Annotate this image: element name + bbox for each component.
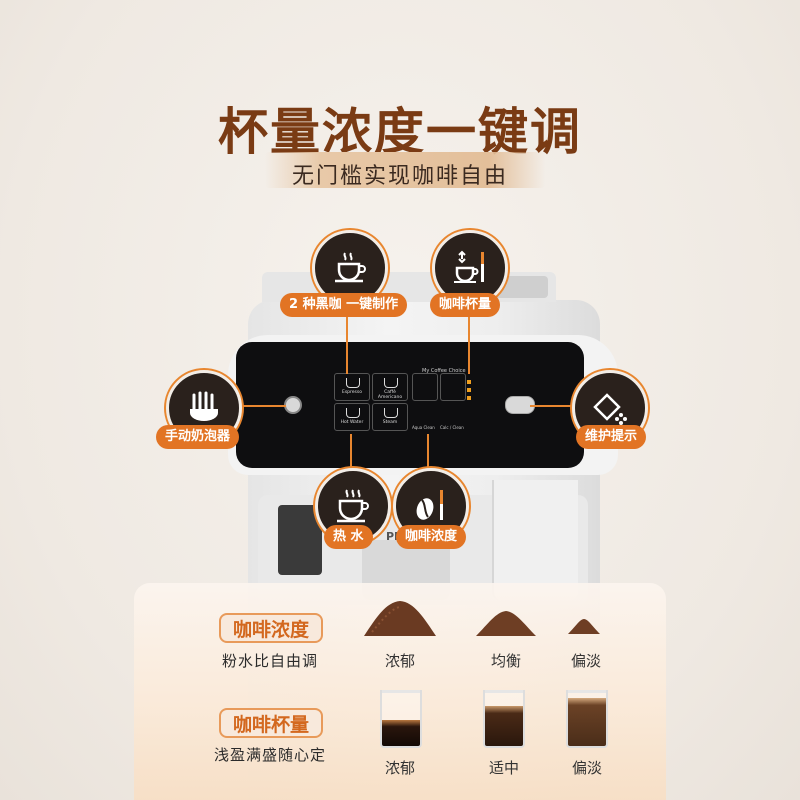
- coffee-fill: [382, 720, 420, 746]
- strength-level-rich: 浓郁: [384, 652, 415, 670]
- americano-label: Caffè Americano: [377, 390, 403, 400]
- glass-small: [380, 690, 422, 748]
- glass-medium: [483, 690, 525, 748]
- power-button[interactable]: [284, 396, 302, 414]
- strength-button[interactable]: [412, 373, 438, 401]
- strength-level-light: 偏淡: [570, 652, 601, 670]
- hot-water-label: Hot Water: [340, 420, 364, 425]
- hot-water-label: 热 水: [324, 525, 373, 549]
- espresso-cup-icon: [346, 378, 360, 388]
- glass-rim: [485, 690, 523, 693]
- volume-button[interactable]: [440, 373, 466, 401]
- strength-description: 粉水比自由调: [222, 652, 319, 670]
- strength-level-balanced: 均衡: [490, 652, 521, 670]
- page-subtitle: 无门槛实现咖啡自由: [291, 164, 508, 189]
- mug-icon: [384, 378, 398, 388]
- level-indicator: [467, 380, 473, 404]
- cup-volume-label: 咖啡杯量: [430, 293, 501, 317]
- coffee-fill: [485, 706, 523, 746]
- steam-icon: [384, 408, 398, 418]
- volume-title: 咖啡杯量: [219, 708, 324, 738]
- coffee-grounds-pile-light: [568, 619, 600, 634]
- steam-frother-icon: [190, 391, 218, 421]
- steam-label: Steam: [382, 420, 398, 425]
- glass-rim: [568, 690, 606, 693]
- maintenance-drop-icon: [593, 393, 627, 425]
- connector-line: [346, 304, 348, 374]
- hot-water-button[interactable]: Hot Water: [334, 403, 370, 431]
- espresso-cup-icon: [335, 252, 366, 283]
- americano-button[interactable]: Caffè Americano: [372, 373, 408, 401]
- volume-level-light: 偏淡: [571, 759, 602, 777]
- connector-line: [468, 304, 470, 374]
- connector-line: [530, 405, 574, 407]
- subtitle-highlight: [265, 152, 545, 188]
- volume-description: 浅盈满盛随心定: [214, 746, 327, 764]
- strength-title: 咖啡浓度: [219, 613, 324, 643]
- steam-button[interactable]: Steam: [372, 403, 408, 431]
- maintenance-label: 维护提示: [576, 425, 647, 449]
- hot-water-cup-icon: [337, 489, 369, 523]
- connector-line: [350, 434, 352, 474]
- led: [467, 396, 471, 400]
- strength-label: 咖啡浓度: [396, 525, 467, 549]
- cup-volume-icon: [454, 250, 484, 283]
- coffee-grounds-pile-rich: [364, 601, 436, 636]
- panel-title: My Coffee Choice: [422, 368, 466, 374]
- hot-water-icon: [346, 408, 360, 418]
- coffee-grounds-pile-balanced: [476, 611, 536, 636]
- led: [467, 388, 471, 392]
- coffee-bean-strength-icon: [416, 490, 443, 520]
- espresso-label: Espresso: [341, 390, 362, 395]
- glass-large: [566, 690, 608, 748]
- coffee-fill: [568, 698, 606, 746]
- calc-clean-button[interactable]: Calc / Clean: [440, 425, 464, 430]
- led: [467, 380, 471, 384]
- glass-rim: [382, 690, 420, 693]
- milk-spout: [278, 505, 322, 575]
- settings-button-grid: Aqua Clean Calc / Clean: [412, 373, 470, 435]
- connector-line: [236, 405, 286, 407]
- two-black-coffee-label: 2 种黑咖 一键制作: [280, 293, 408, 317]
- espresso-button[interactable]: Espresso: [334, 373, 370, 401]
- page-title: 杯量浓度一键调: [218, 103, 582, 161]
- manual-frother-label: 手动奶泡器: [156, 425, 240, 449]
- volume-level-medium: 适中: [488, 759, 519, 777]
- connector-line: [427, 434, 429, 474]
- side-door: [492, 480, 578, 600]
- drink-button-grid: Espresso Caffè Americano Hot Water Steam: [334, 373, 410, 433]
- aqua-clean-button[interactable]: Aqua Clean: [412, 425, 435, 430]
- volume-level-rich: 浓郁: [384, 759, 415, 777]
